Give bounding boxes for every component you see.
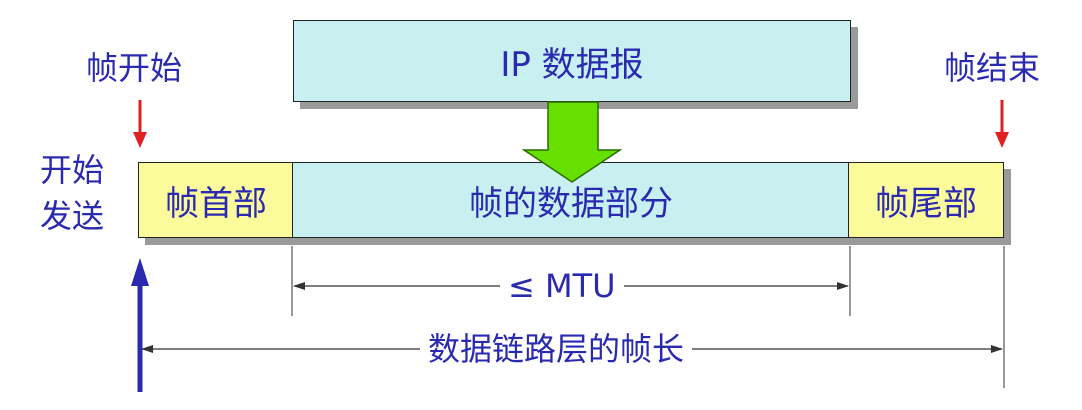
ip-datagram-label: IP 数据报 — [500, 44, 644, 85]
frame-start-label: 帧开始 — [86, 49, 183, 87]
mtu-right-arrowhead-icon — [837, 282, 849, 290]
frame-length-left-arrowhead-icon — [141, 345, 153, 353]
frame-length-dimension-label: 数据链路层的帧长 — [420, 333, 693, 365]
frame-header-label: 帧首部 — [165, 183, 267, 224]
mtu-left-arrowhead-icon — [293, 282, 305, 290]
frame-header-box: 帧首部 — [138, 162, 294, 238]
encapsulation-arrow-icon — [521, 101, 623, 183]
send-direction-arrow-icon — [131, 258, 149, 286]
frame-length-right-arrowhead-icon — [991, 345, 1003, 353]
frame-data-label: 帧的数据部分 — [469, 183, 673, 224]
mtu-dimension-label: ≤ MTU — [500, 270, 624, 302]
start-send-label-line1: 开始 — [40, 151, 105, 189]
frame-trailer-label: 帧尾部 — [875, 183, 977, 224]
frame-start-marker-icon — [133, 132, 147, 148]
frame-end-marker-icon — [995, 132, 1009, 148]
frame-trailer-box: 帧尾部 — [848, 162, 1004, 238]
start-send-label-line2: 发送 — [40, 197, 105, 235]
frame-end-label: 帧结束 — [944, 49, 1041, 87]
